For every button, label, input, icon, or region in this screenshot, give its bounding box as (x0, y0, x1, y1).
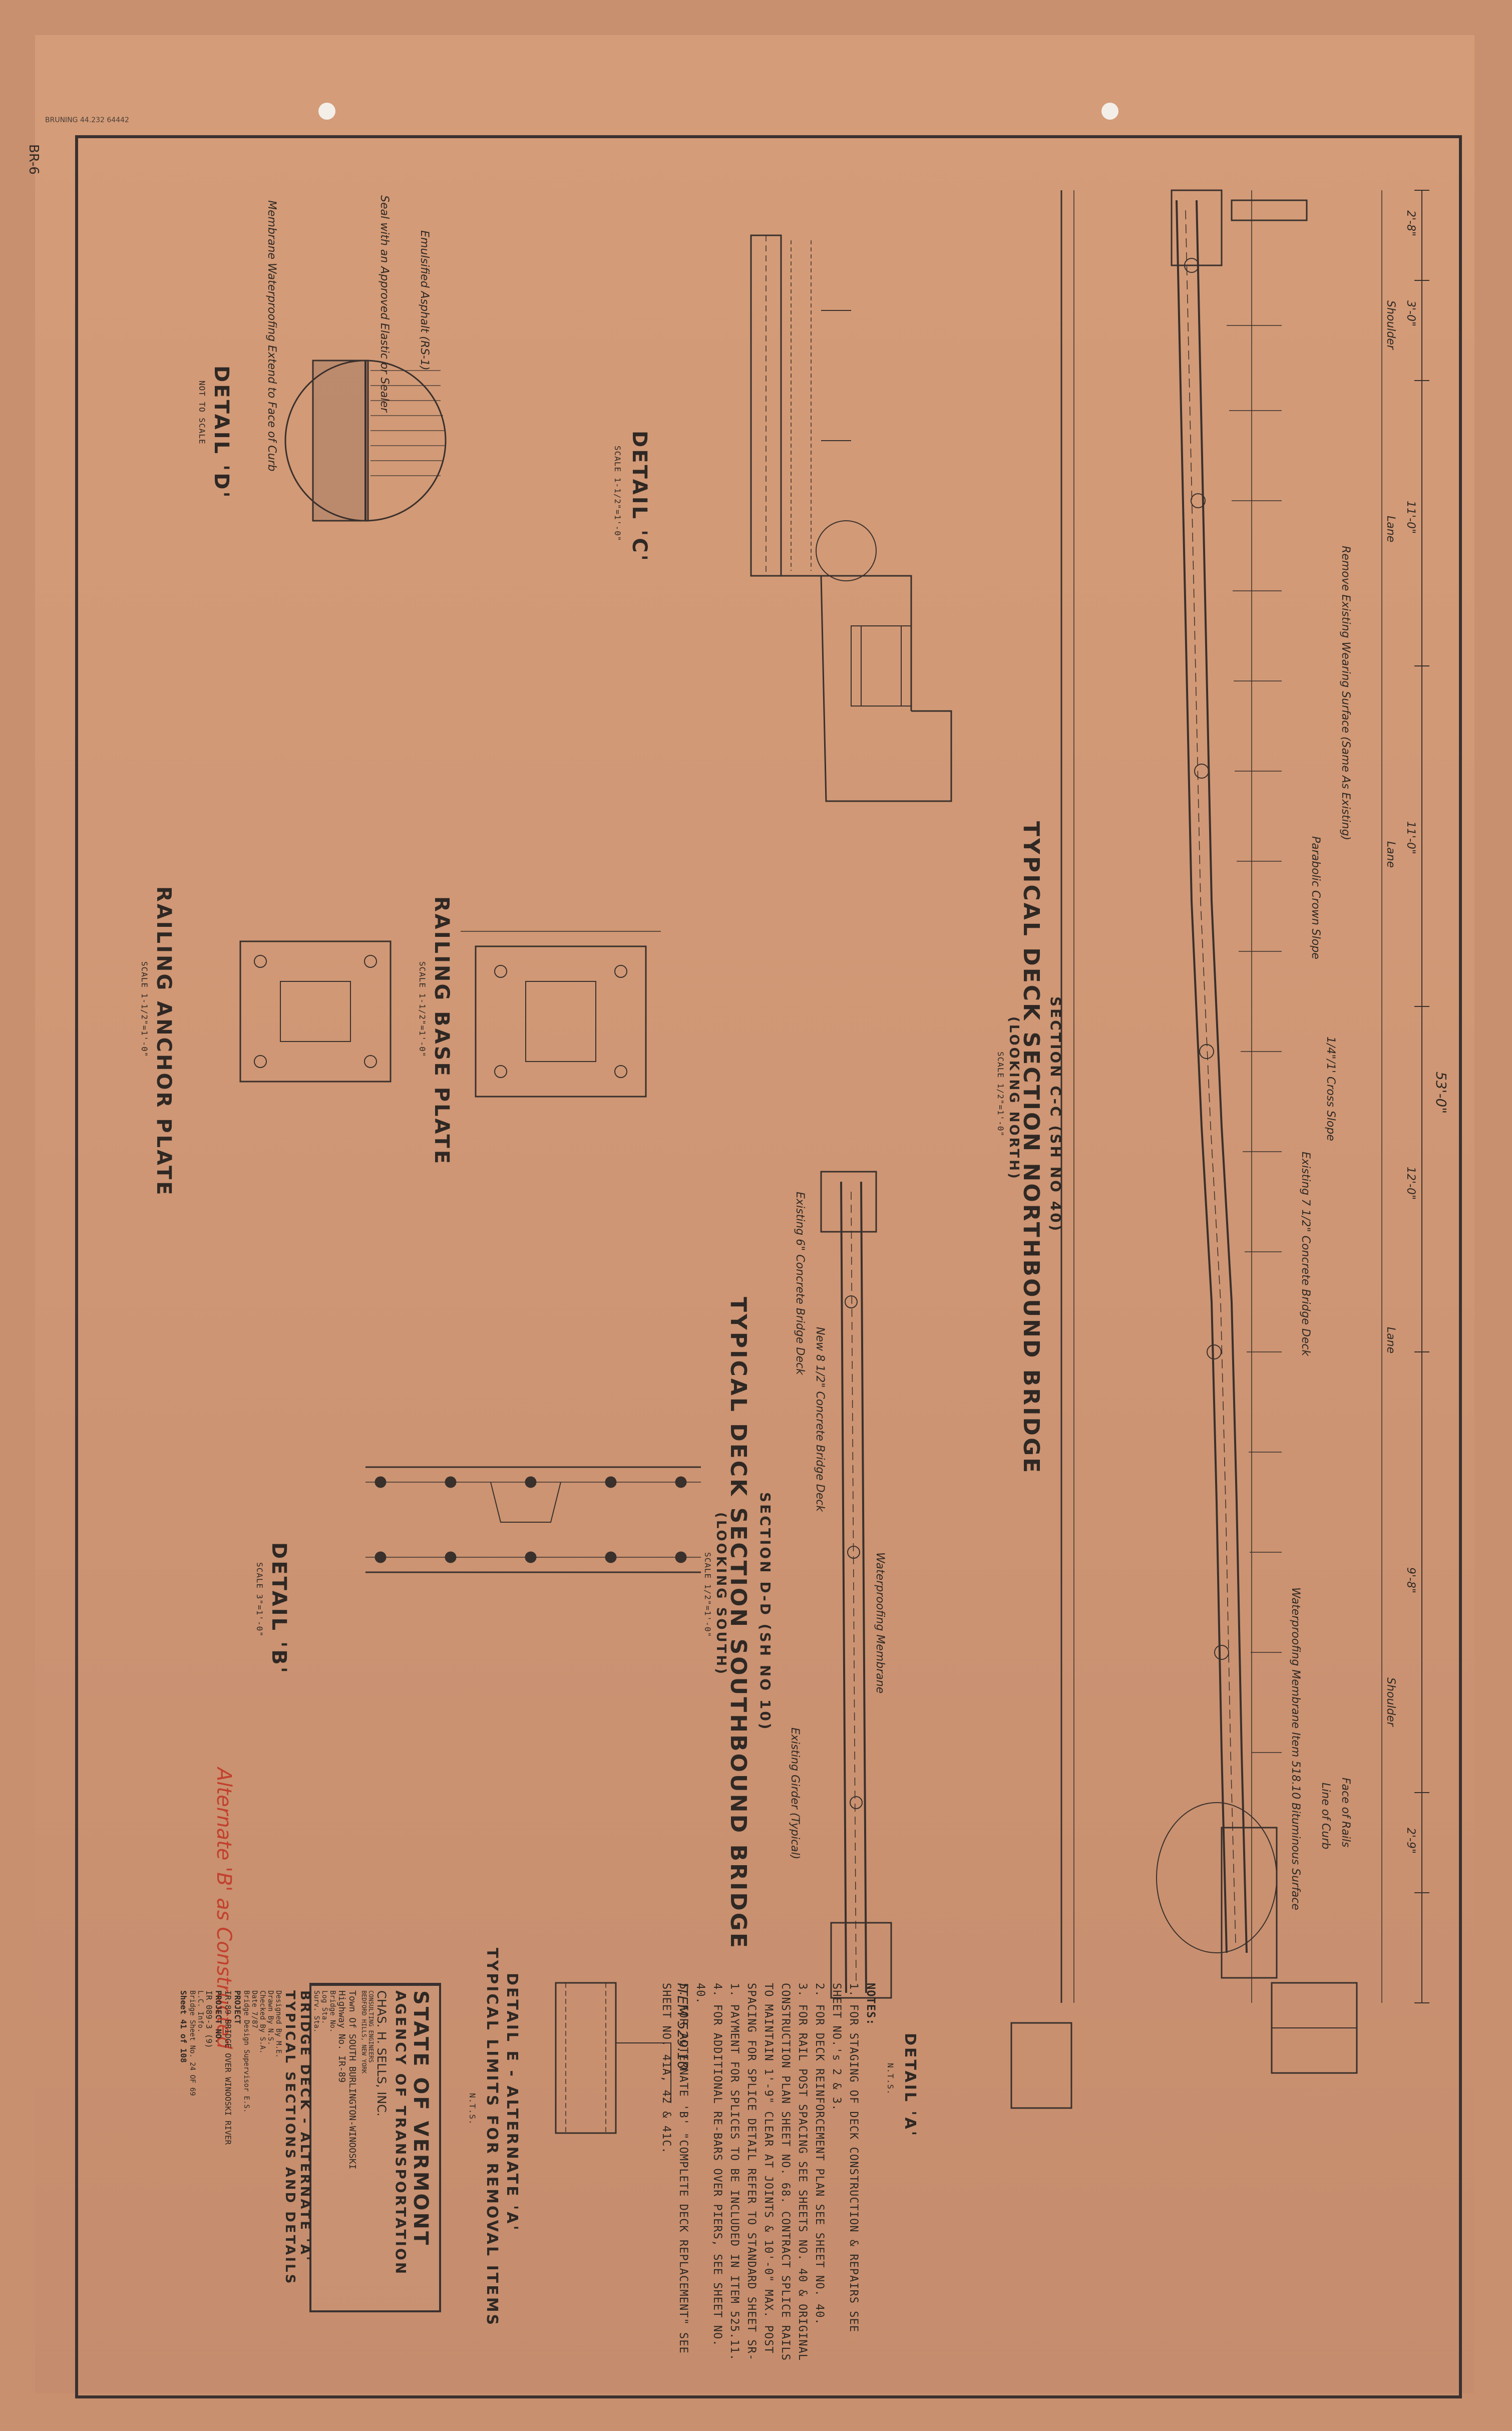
consultant-city: BEDFORD HILLS, NEW YORK (360, 1990, 367, 2074)
callout: Waterproofing Membrane (874, 1552, 886, 1694)
lane-label: Shoulder (1384, 1677, 1397, 1726)
section-dd-scale: SCALE 1/2"=1'-0" (703, 1552, 712, 1638)
drawn-by: Drawn By N.S. (266, 1990, 274, 2045)
drawing-frame (75, 135, 1462, 2398)
detail-c-title: DETAIL 'C' (628, 431, 651, 563)
detail-d-title: DETAIL 'D' (210, 366, 233, 500)
callout: New 8 1/2" Concrete Bridge Deck (814, 1327, 826, 1512)
dim: 11'-0" (1404, 501, 1417, 534)
lc-info: L.C. Info. (196, 1990, 204, 2033)
detail-a-scale: N.T.S. (886, 2063, 895, 2095)
paper-stamp: BRUNING 44.232 64442 (45, 116, 129, 124)
detail-a-drawing (1010, 1982, 1358, 2109)
detail-a-title: DETAIL 'A' (901, 2033, 919, 2138)
bridge-sheet: Bridge Sheet No. 24 OF 69 (188, 1990, 196, 2096)
title-block (309, 1983, 441, 2312)
notes-block: NOTES: 1. FOR STAGING OF DECK CONSTRUCTI… (657, 1983, 879, 2373)
lane-label: Shoulder (1384, 300, 1397, 350)
detail-b-drawing (365, 1466, 701, 1573)
town: Town Of SOUTH BURLINGTON-WINOOSKI (347, 1990, 357, 2170)
detail-e-title: DETAIL E - ALTERNATE 'A' (503, 1973, 521, 2232)
binder-hole (318, 103, 335, 120)
dim: 2'-9" (1404, 1828, 1417, 1854)
lane-label: Lane (1384, 516, 1397, 543)
binder-hole (1101, 103, 1118, 120)
detail-b-title: DETAIL 'B' (267, 1542, 290, 1675)
section-dd-header: SECTION D-D (SH NO 10) (757, 1492, 774, 1731)
note-item: 2. FOR DECK REINFORCEMENT PLAN SEE SHEET… (813, 1983, 826, 2325)
dim: 9'-8" (1404, 1567, 1417, 1594)
railing-anchor-plate-title: RAILING ANCHOR PLATE (152, 886, 175, 1197)
callout: Bituminous Surface (1289, 1803, 1302, 1910)
project-label: PROJECT (233, 1990, 242, 2024)
date: Date 7/87 (250, 1990, 258, 2028)
project-no-label: PROJECT NO. (214, 1990, 223, 2043)
section-cc-scale: SCALE 1/2"=1'-0" (996, 1052, 1005, 1137)
dim: 12'-0" (1404, 1167, 1417, 1200)
callout: Existing 6" Concrete Bridge Deck (794, 1192, 806, 1375)
detail-e-subtitle: TYPICAL LIMITS FOR REMOVAL ITEMS (483, 1948, 501, 2327)
designed-by: Designed By M.E. (274, 1990, 282, 2058)
railing-anchor-plate-drawing (239, 940, 392, 1083)
note-item: 4. FOR ADDITIONAL RE-BARS OVER PIERS, SE… (694, 1983, 723, 2347)
callout: Parabolic Crown Slope (1309, 836, 1322, 959)
detail-b-scale: SCALE 3"=1'-0" (255, 1562, 264, 1637)
section-cc-header: SECTION C-C (SH NO 40) (1047, 996, 1064, 1233)
detail-d-scale: NOT TO SCALE (197, 381, 207, 445)
callout: Emulsified Asphalt (RS-1) (418, 230, 431, 371)
agency-line2: AGENCY OF TRANSPORTATION (393, 1990, 409, 2276)
callout: Face of Rails (1339, 1778, 1352, 1848)
sheet-title2: TYPICAL SECTIONS AND DETAILS (282, 1990, 297, 2286)
callout: Waterproofing Membrane Item 518.10 (1289, 1587, 1302, 1800)
railing-base-plate-title: RAILING BASE PLATE (430, 896, 453, 1166)
consultant-sub: CONSULTING ENGINEERS (367, 1990, 374, 2063)
callout: Seal with an Approved Elastic or Sealer (378, 195, 391, 413)
callout: Membrane Waterproofing Extend to Face of… (265, 200, 278, 472)
dim: 2'-8" (1404, 210, 1417, 237)
consultant: CHAS. H. SELLS, INC. (374, 1990, 389, 2117)
dim: 11'-0" (1404, 821, 1417, 855)
note-item: 1. FOR STAGING OF DECK CONSTRUCTION & RE… (830, 1983, 860, 2333)
railing-base-plate-scale: SCALE 1-1/2"=1'-0" (418, 961, 427, 1058)
bridge-no: Bridge No. (328, 1990, 336, 2033)
note-item: 5. FOR ALTERNATE 'B' "COMPLETE DECK REPL… (660, 1983, 689, 2354)
agency-line1: STATE OF VERMONT (409, 1990, 432, 2247)
project-name: IR-89 BRIDGE OVER WINOOSKI RIVER (223, 1990, 233, 2145)
checked-by: Checked By S.A. (258, 1990, 266, 2054)
railing-anchor-plate-scale: SCALE 1-1/2"=1'-0" (140, 961, 149, 1058)
sheet-title1: BRIDGE DECK - ALTERNATE 'A' (297, 1990, 312, 2263)
callout: Remove Existing Wearing Surface (Same As… (1339, 546, 1352, 841)
callout: Existing Girder (Typical) (789, 1727, 801, 1860)
lane-label: Lane (1384, 841, 1397, 868)
section-cc-title: TYPICAL DECK SECTION NORTHBOUND BRIDGE (1018, 821, 1044, 1475)
notes-heading: NOTES: (864, 1983, 877, 2026)
lane-label: Lane (1384, 1327, 1397, 1354)
detail-d-drawing (284, 360, 447, 522)
surv-sta: Surv. Sta. (312, 1990, 320, 2033)
supervisor: Bridge Design Supervisor E.S. (242, 1990, 250, 2113)
callout: Line of Curb (1319, 1783, 1332, 1850)
railing-base-plate-drawing (461, 931, 661, 1098)
detail-c-drawing (750, 234, 952, 802)
log-sta: Log Sta. (320, 1990, 328, 2024)
project-no: IR 089-3 (9) (204, 1990, 214, 2048)
highway: Highway No. IR-89 (336, 1990, 347, 2083)
title-block-content: STATE OF VERMONT AGENCY OF TRANSPORTATIO… (179, 1990, 432, 2285)
drawing-sheet (35, 35, 1474, 2393)
detail-e-scale: N.T.S. (468, 2093, 477, 2125)
section-dd-drawing (820, 1171, 892, 1999)
section-dd-title: TYPICAL DECK SECTION SOUTHBOUND BRIDGE (725, 1297, 751, 1950)
sheet-number: Sheet 41 of 108 (179, 1990, 188, 2063)
detail-e-drawing (555, 1982, 671, 2134)
dim: 3'-0" (1404, 300, 1417, 327)
overall-width-dim: 53'-0" (1433, 1072, 1449, 1114)
note-item: 3. FOR RAIL POST SPACING SEE SHEETS NO. … (728, 1983, 809, 2361)
callout: 1/4"/1' Cross Slope (1324, 1036, 1337, 1141)
section-cc-drawing (1060, 189, 1429, 2003)
detail-c-scale: SCALE 1-1/2"=1'-0" (613, 446, 622, 542)
callout: Existing 7 1/2" Concrete Bridge Deck (1299, 1152, 1312, 1356)
